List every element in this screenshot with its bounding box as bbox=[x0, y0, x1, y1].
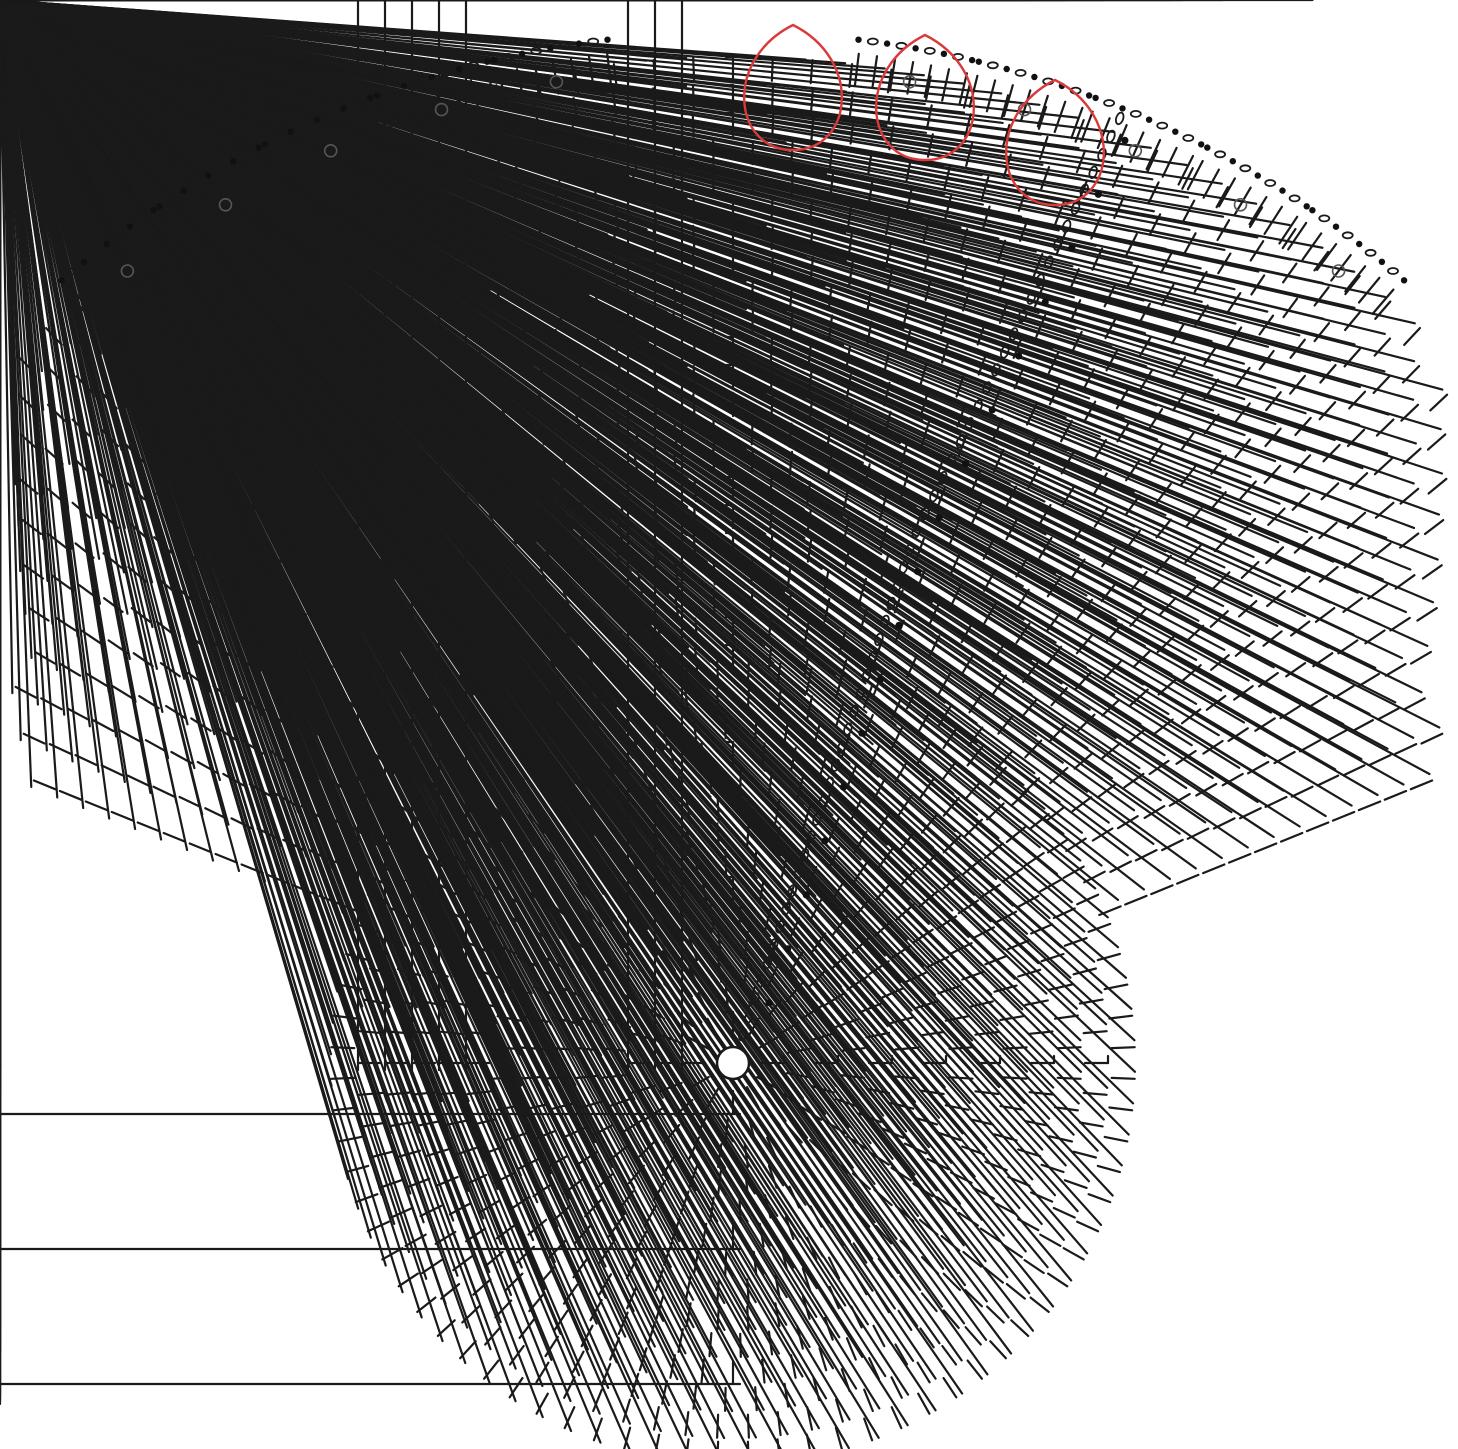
chain-stitch-icon bbox=[988, 62, 998, 68]
slip-stitch-icon bbox=[256, 144, 262, 150]
slip-stitch-icon bbox=[1146, 117, 1152, 123]
slip-stitch-icon bbox=[156, 203, 162, 209]
slip-stitch-icon bbox=[81, 259, 87, 265]
chain-stitch-icon bbox=[1290, 195, 1300, 201]
slip-stitch-icon bbox=[784, 945, 791, 952]
slip-stitch-icon bbox=[912, 45, 918, 51]
slip-stitch-icon bbox=[855, 37, 861, 43]
slip-stitch-icon bbox=[941, 51, 947, 57]
slip-stitch-icon bbox=[367, 95, 373, 101]
chain-stitch-icon bbox=[1114, 112, 1125, 126]
slip-stitch-icon bbox=[180, 187, 186, 193]
slip-stitch-icon bbox=[547, 45, 553, 51]
chain-stitch-icon bbox=[1215, 151, 1225, 157]
slip-stitch-icon bbox=[484, 59, 490, 65]
slip-stitch-icon bbox=[1204, 144, 1210, 150]
chain-stitch-icon bbox=[925, 48, 935, 54]
slip-stitch-icon bbox=[104, 241, 110, 247]
slip-stitch-icon bbox=[1092, 95, 1098, 101]
slip-stitch-icon bbox=[491, 57, 497, 63]
slip-stitch-icon bbox=[205, 172, 211, 178]
slip-stitch-icon bbox=[519, 51, 525, 57]
slip-stitch-icon bbox=[962, 460, 969, 467]
slip-stitch-icon bbox=[1401, 277, 1407, 283]
slip-stitch-icon bbox=[895, 622, 902, 629]
slip-stitch-icon bbox=[456, 66, 462, 72]
slip-stitch-icon bbox=[374, 92, 380, 98]
slip-stitch-icon bbox=[1230, 158, 1236, 164]
slip-stitch-icon bbox=[314, 117, 320, 123]
slip-stitch-icon bbox=[840, 784, 847, 791]
slip-stitch-icon bbox=[969, 57, 975, 63]
slip-stitch-icon bbox=[1255, 172, 1261, 178]
slip-stitch-icon bbox=[914, 568, 921, 575]
slip-stitch-icon bbox=[1095, 191, 1102, 198]
slip-stitch-icon bbox=[230, 158, 236, 164]
slip-stitch-icon bbox=[262, 141, 268, 147]
chain-stitch-icon bbox=[868, 39, 878, 45]
chain-stitch-icon bbox=[1097, 148, 1108, 162]
slip-stitch-icon bbox=[1086, 92, 1092, 98]
slip-stitch-icon bbox=[1119, 105, 1125, 111]
slip-stitch-icon bbox=[1198, 141, 1204, 147]
slip-stitch-icon bbox=[1031, 74, 1037, 80]
slip-stitch-icon bbox=[604, 37, 610, 43]
slip-stitch-icon bbox=[1379, 259, 1385, 265]
slip-stitch-icon bbox=[1356, 241, 1362, 247]
slip-stitch-icon bbox=[1309, 207, 1315, 213]
slip-stitch-icon bbox=[884, 40, 890, 46]
chain-stitch-icon bbox=[1343, 232, 1353, 238]
slip-stitch-icon bbox=[976, 59, 982, 65]
slip-stitch-icon bbox=[1015, 352, 1022, 359]
chain-stitch-icon bbox=[1240, 165, 1250, 171]
slip-stitch-icon bbox=[401, 83, 407, 89]
slip-stitch-icon bbox=[766, 999, 773, 1006]
chain-stitch-icon bbox=[588, 39, 598, 45]
slip-stitch-icon bbox=[150, 207, 156, 213]
slip-stitch-icon bbox=[989, 406, 996, 413]
slip-stitch-icon bbox=[288, 129, 294, 135]
slip-stitch-icon bbox=[936, 514, 943, 521]
slip-stitch-icon bbox=[1042, 299, 1049, 306]
chain-stitch-icon bbox=[1265, 180, 1275, 186]
magic-ring-icon bbox=[717, 1047, 749, 1079]
chain-stitch-icon bbox=[1016, 70, 1026, 76]
slip-stitch-icon bbox=[1004, 66, 1010, 72]
slip-stitch-icon bbox=[1333, 224, 1339, 230]
slip-stitch-icon bbox=[821, 837, 828, 844]
slip-stitch-icon bbox=[1068, 245, 1075, 252]
slip-stitch-icon bbox=[340, 105, 346, 111]
slip-stitch-icon bbox=[877, 676, 884, 683]
chain-stitch-icon bbox=[1388, 268, 1398, 274]
chain-stitch-icon bbox=[1183, 135, 1193, 141]
slip-stitch-icon bbox=[576, 40, 582, 46]
slip-stitch-icon bbox=[127, 224, 133, 230]
slip-stitch-icon bbox=[858, 730, 865, 737]
slip-stitch-icon bbox=[803, 891, 810, 898]
chain-stitch-icon bbox=[1157, 123, 1167, 129]
slip-stitch-icon bbox=[59, 277, 65, 283]
slip-stitch-icon bbox=[1279, 187, 1285, 193]
chain-stitch-icon bbox=[1366, 250, 1376, 256]
chain-stitch-icon bbox=[1131, 111, 1141, 117]
chain-stitch-icon bbox=[1104, 100, 1114, 106]
slip-stitch-icon bbox=[1304, 203, 1310, 209]
slip-stitch-icon bbox=[1172, 129, 1178, 135]
chain-stitch-icon bbox=[1319, 215, 1329, 221]
slip-stitch-icon bbox=[428, 74, 434, 80]
